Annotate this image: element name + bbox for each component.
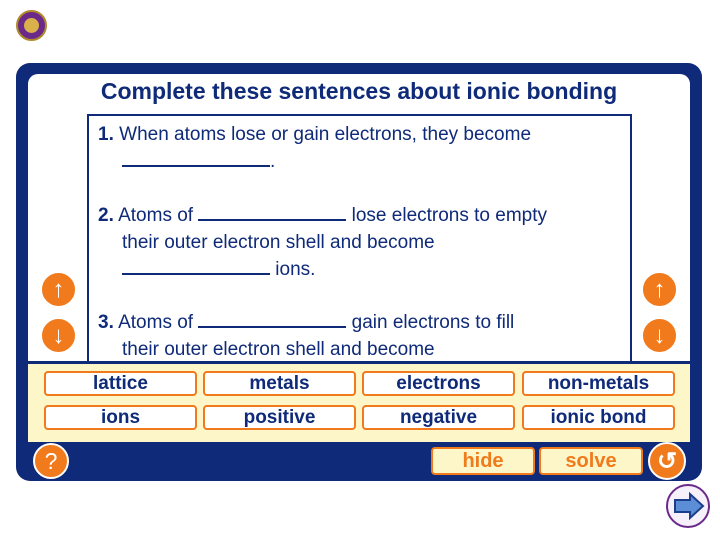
answer-blank[interactable] <box>198 310 347 328</box>
word-tile-positive[interactable]: positive <box>203 405 356 430</box>
sentence-text: their outer electron shell and become <box>122 232 435 253</box>
word-tile-negative[interactable]: negative <box>362 405 515 430</box>
sentence-number: 1. <box>98 124 114 145</box>
scroll-up-right-button[interactable]: ↑ <box>641 271 678 308</box>
hide-button[interactable]: hide <box>431 447 535 475</box>
scroll-up-left-button[interactable]: ↑ <box>40 271 77 308</box>
help-button[interactable]: ? <box>33 443 69 479</box>
scroll-down-left-button[interactable]: ↓ <box>40 317 77 354</box>
sentence-3: 3. Atoms of gain electrons to fill their… <box>98 309 514 361</box>
sentence-text: ions. <box>275 259 316 280</box>
sentence-text: Atoms of <box>118 312 194 333</box>
word-tile-electrons[interactable]: electrons <box>362 371 515 396</box>
sentence-text: lose electrons to empty <box>351 205 548 226</box>
sentence-number: 2. <box>98 205 114 226</box>
answer-blank[interactable] <box>198 203 347 221</box>
sentence-text: their outer electron shell and become <box>122 339 435 360</box>
solve-button[interactable]: solve <box>539 447 643 475</box>
sentences-box[interactable]: 1. When atoms lose or gain electrons, th… <box>87 114 632 361</box>
sentence-text: gain electrons to fill <box>351 312 515 333</box>
sentence-2: 2. Atoms of lose electrons to empty thei… <box>98 202 547 283</box>
next-slide-button[interactable] <box>666 484 710 528</box>
reset-button[interactable]: ↺ <box>648 442 686 480</box>
sentence-1: 1. When atoms lose or gain electrons, th… <box>98 121 531 175</box>
divider <box>28 361 690 364</box>
answer-blank[interactable] <box>122 257 270 275</box>
sentence-text: Atoms of <box>118 205 194 226</box>
word-tile-lattice[interactable]: lattice <box>44 371 197 396</box>
sentence-text: When atoms lose or gain electrons, they … <box>119 124 532 145</box>
scroll-down-right-button[interactable]: ↓ <box>641 317 678 354</box>
word-tile-non-metals[interactable]: non-metals <box>522 371 675 396</box>
answer-blank[interactable] <box>122 149 270 167</box>
right-arrow-icon <box>674 491 705 521</box>
page-title: Complete these sentences about ionic bon… <box>100 78 618 104</box>
sentence-number: 3. <box>98 312 114 333</box>
word-tile-ions[interactable]: ions <box>44 405 197 430</box>
school-logo-icon <box>16 10 47 41</box>
word-tile-ionic-bond[interactable]: ionic bond <box>522 405 675 430</box>
word-tile-metals[interactable]: metals <box>203 371 356 396</box>
sentence-text: . <box>270 151 276 172</box>
